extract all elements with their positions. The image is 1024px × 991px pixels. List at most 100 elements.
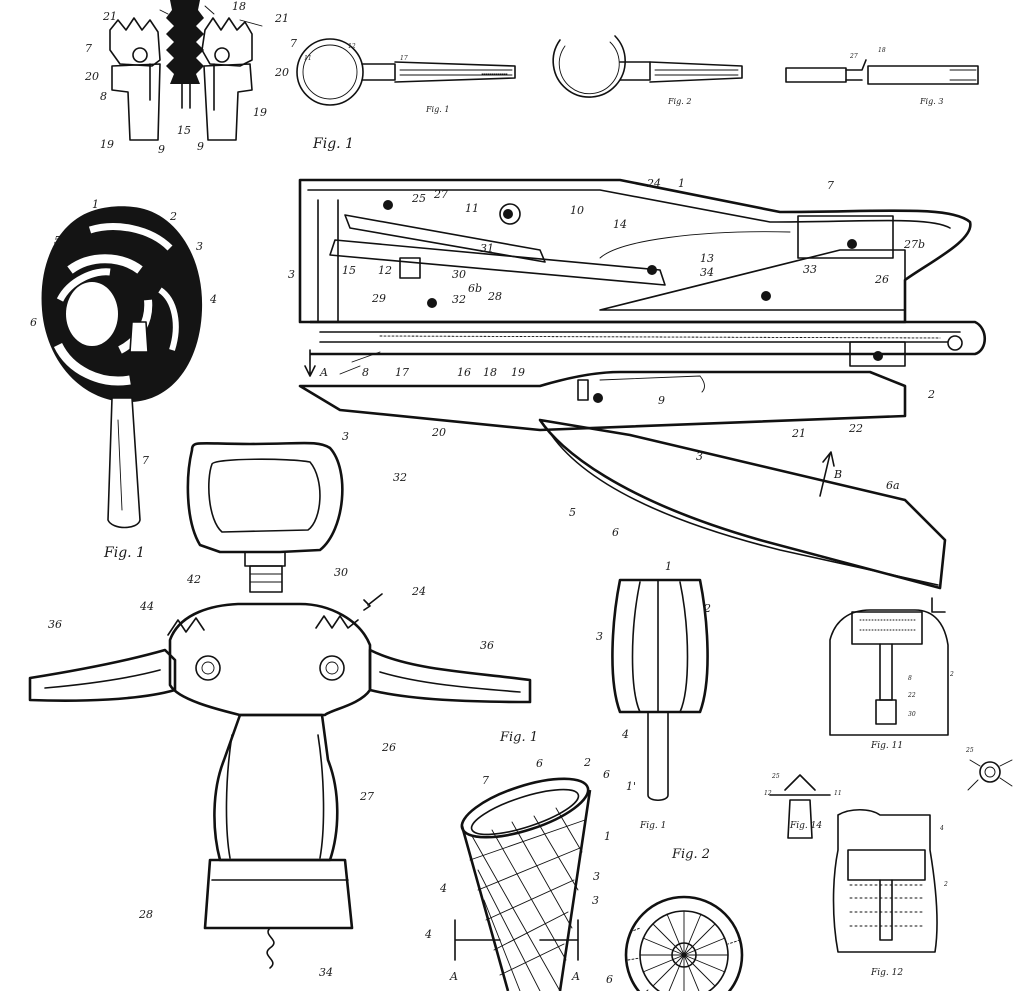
label: 32 [452,293,466,306]
label: 4 [621,728,629,741]
label: 7 [85,42,92,55]
dispenser-fig11-caption: Fig. 11 [870,741,903,751]
popsicle-drawing: 1 2 3 4 1' Fig. 1 Fig. 1 Fig. 2 [499,560,711,862]
press-caption: Fig. 1 [312,136,354,152]
label: 24 [411,585,426,598]
label: 1 [678,177,685,190]
label: 36 [48,618,62,631]
label: 3 [342,430,349,443]
label: 21 [791,427,806,440]
label: 9 [658,394,665,407]
label: 21 [274,12,289,25]
label: 8 [100,90,107,103]
svg-text:25: 25 [771,773,780,780]
label: 4 [439,882,447,895]
label: 19 [511,366,525,379]
ring-fig3-caption: Fig. 3 [919,97,943,106]
dispenser-fig11: 8 22 30 2 Fig. 11 [829,597,954,751]
svg-text:17: 17 [400,55,408,62]
label: 20 [431,426,446,439]
label: 11 [465,202,479,215]
ring-fig1-caption: Fig. 1 [425,105,449,114]
dispenser-fig12: 4 2 Fig. 12 [832,808,948,978]
label: 19 [100,138,114,151]
label: 17 [395,366,409,379]
label: 22 [848,422,863,435]
popsicle-small-caption: Fig. 1 [639,821,666,831]
svg-text:11: 11 [304,55,312,62]
label: 34 [700,266,714,279]
label: A [449,970,458,983]
label: 1 [604,830,611,843]
label: 18 [232,0,246,13]
label: 2 [169,210,177,223]
label: 6 [603,768,610,781]
label: 29 [371,292,386,305]
label: 28 [138,908,153,921]
svg-text:27: 27 [849,53,858,60]
label: 21 [102,10,117,23]
label: 24 [646,177,661,190]
svg-text:2: 2 [949,671,954,678]
label: 6 [536,757,543,770]
dispenser-fig14-caption: Fig. 14 [789,821,822,831]
label: 7 [827,179,834,192]
ring-tool-fig1: 11 12 17 Fig. 1 [296,38,516,114]
label: 1 [665,560,672,573]
label: 19 [253,106,267,119]
corkscrew-labels: 32 30 42 24 44 36 36 26 27 28 34 [48,471,494,979]
label: 15 [342,264,356,277]
svg-text:25: 25 [965,747,974,754]
label: 1 [92,198,99,211]
label: 1' [626,780,636,793]
label: 13 [700,252,714,265]
label: 5 [54,234,61,247]
label: 31 [480,242,494,255]
label: 30 [334,566,348,579]
label: 3 [696,450,703,463]
label: 2 [927,388,935,401]
ring-tool-fig2: Fig. 2 [552,35,743,106]
label: 10 [570,204,584,217]
label: 36 [480,639,494,652]
label: A [319,366,328,379]
svg-text:4: 4 [939,825,944,832]
label: 7 [290,37,297,50]
ring-tool-fig3: 27 18 Fig. 3 [785,47,979,106]
label: 3 [288,268,295,281]
lollipop-labels: 1 2 5 3 6 4 7 Fig. 1 [30,198,217,561]
press-labels: 21 18 21 7 7 20 20 8 19 19 9 15 9 Fig. 1 [84,0,354,156]
label: 6a [886,479,900,492]
label: 4 [209,293,217,306]
svg-text:8: 8 [908,675,912,682]
corkscrew-drawing [28,441,532,969]
label: 30 [452,268,466,281]
stapler-drawing [298,178,987,590]
svg-text:12: 12 [348,43,356,50]
popsicle-caption-fig2: Fig. 2 [671,847,710,862]
ring-fig2-caption: Fig. 2 [667,97,691,106]
cone-labels: 7 6 2 6 1 4 3 3 4 A A 6 [424,756,613,986]
svg-text:2: 2 [943,881,948,888]
label: 27 [433,188,448,201]
label: A [571,970,580,983]
label: 14 [613,218,627,231]
label: 6 [606,973,613,986]
dispenser-flower: 25 [965,747,1013,791]
label: 7 [142,454,149,467]
label: 5 [569,506,576,519]
label: 9 [158,143,165,156]
label: 12 [378,264,392,277]
label: 33 [803,263,817,276]
label: 15 [177,124,191,137]
label: 7 [482,774,489,787]
popsicle-caption-fig1: Fig. 1 [499,730,538,745]
label: 6 [30,316,37,329]
dispenser-fig14: 25 12 11 Fig. 14 [764,773,842,839]
label: 26 [874,273,889,286]
label: 3 [593,870,600,883]
label: 3 [196,240,203,253]
svg-text:18: 18 [878,47,886,54]
label: 6b [468,282,482,295]
label: 2 [703,602,711,615]
